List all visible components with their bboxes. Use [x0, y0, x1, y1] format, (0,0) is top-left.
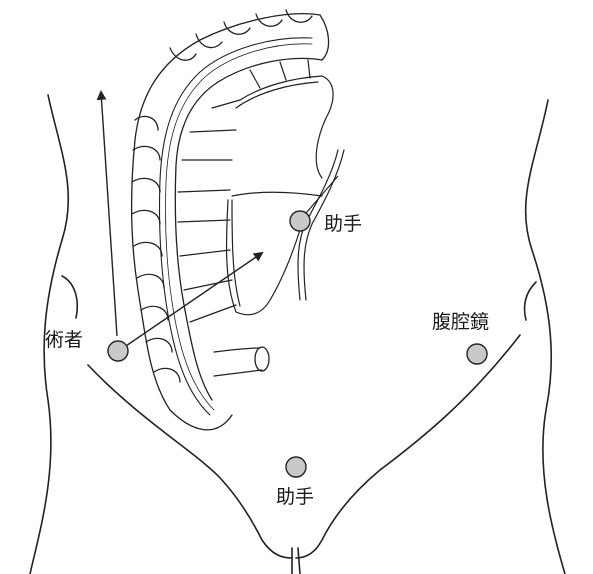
- assistant-upper-label: 助手: [324, 213, 362, 235]
- assistant-lower-port: [286, 457, 306, 477]
- assistant-lower-label: 助手: [276, 486, 314, 508]
- laparoscope-port: [467, 344, 487, 364]
- surgeon-label: 術者: [45, 329, 83, 351]
- diagonal-arrow: [120, 253, 262, 350]
- bowel-stump: [214, 347, 269, 376]
- mesentery-vessels: [178, 60, 344, 322]
- assistant-upper-port: [290, 211, 310, 231]
- laparoscope-label: 腹腔鏡: [432, 311, 489, 333]
- upward-arrow: [101, 92, 117, 336]
- surgeon-port: [108, 341, 128, 361]
- ports: [108, 211, 487, 477]
